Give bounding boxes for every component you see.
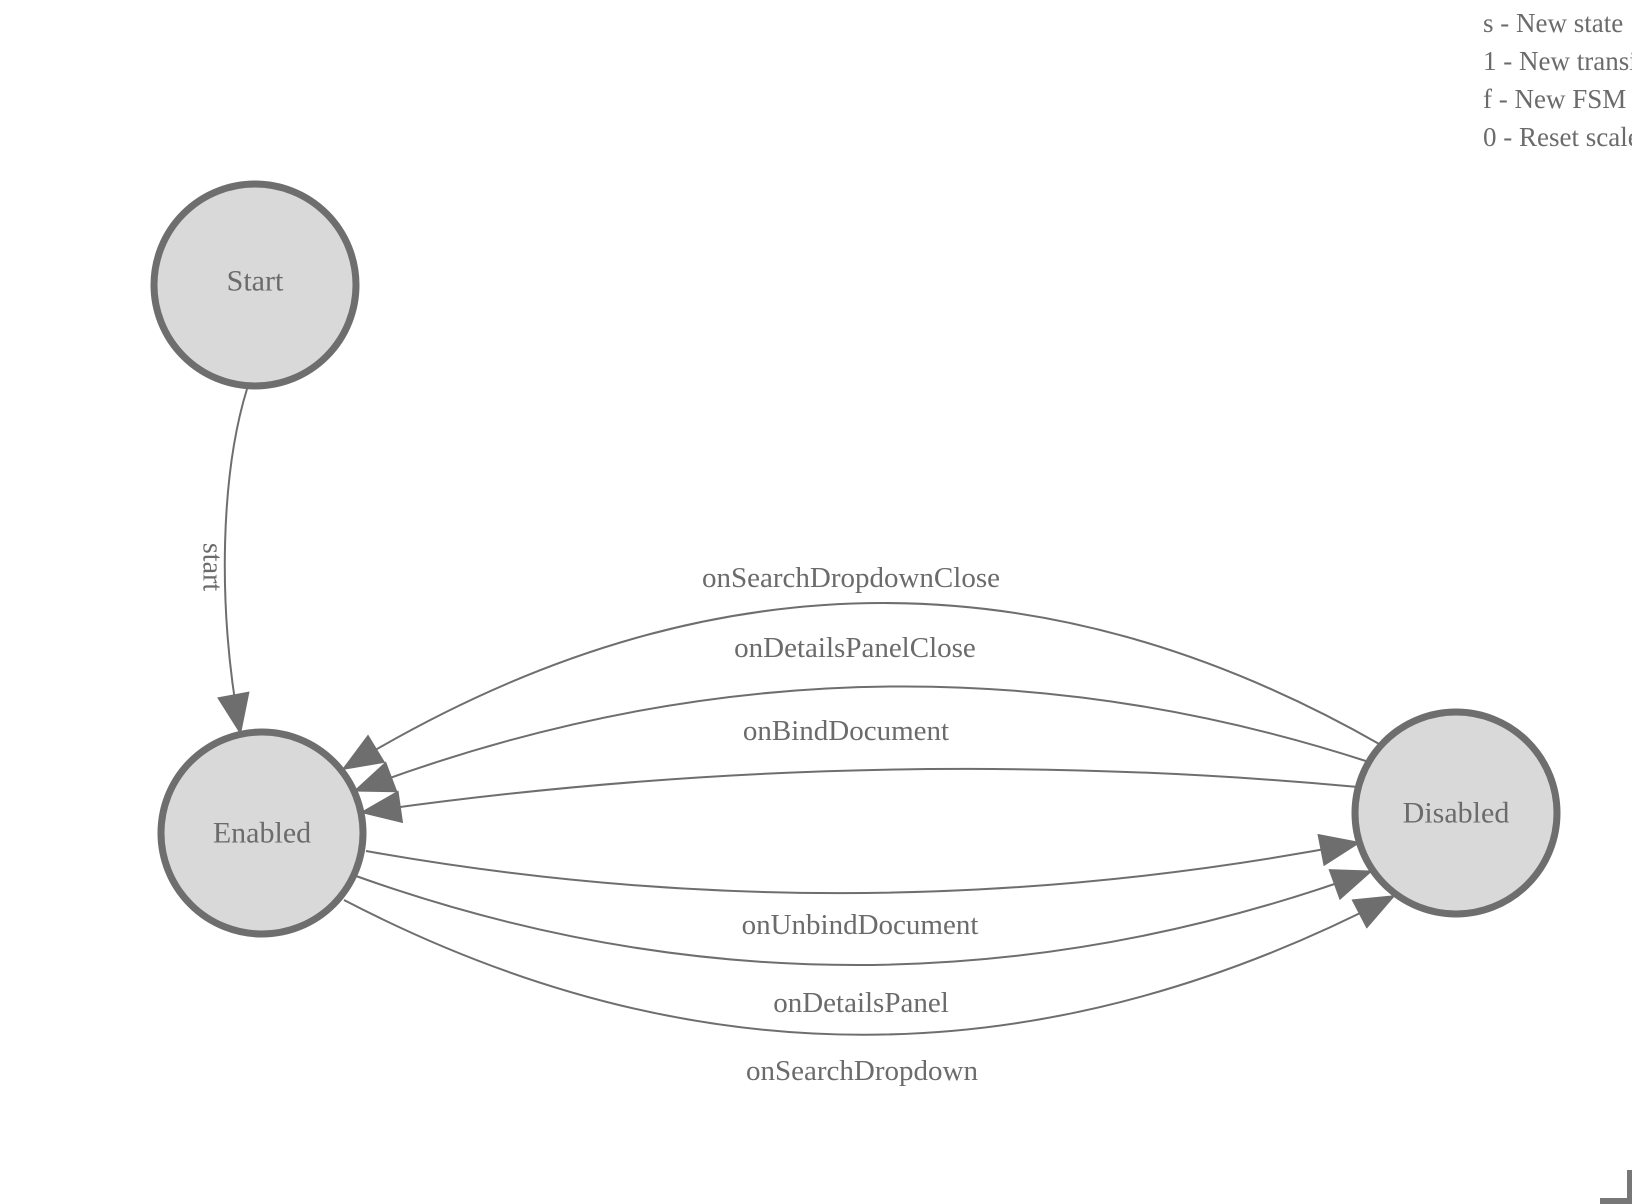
- legend-line-new-state: s - New state: [1483, 8, 1624, 38]
- edge-onDetailsPanelClose[interactable]: onDetailsPanelClose: [353, 632, 1370, 793]
- state-node-disabled[interactable]: Disabled: [1351, 708, 1561, 918]
- edge-label-onBindDocument: onBindDocument: [743, 715, 949, 747]
- edge-onSearchDropdownClose-path[interactable]: [341, 602, 1382, 771]
- edge-label-onSearchDropdown: onSearchDropdown: [746, 1055, 978, 1087]
- state-label-start: Start: [227, 265, 284, 298]
- edge-onDetailsPanel[interactable]: onDetailsPanel: [355, 869, 1373, 1019]
- state-circle-enabled[interactable]: [157, 728, 367, 938]
- edge-onDetailsPanel-path[interactable]: [355, 869, 1373, 966]
- edge-start[interactable]: start: [197, 388, 250, 736]
- edge-onSearchDropdownClose[interactable]: onSearchDropdownClose: [341, 562, 1382, 771]
- legend-line-reset: 0 - Reset scale: [1483, 122, 1632, 152]
- edge-label-onDetailsPanelClose: onDetailsPanelClose: [734, 632, 976, 664]
- edge-onBindDocument-path[interactable]: [359, 767, 1359, 824]
- canvas-corner-horizontal: [1600, 1198, 1632, 1204]
- legend-line-new-fsm: f - New FSM: [1483, 84, 1627, 114]
- edge-label-onUnbindDocument: onUnbindDocument: [742, 909, 979, 941]
- state-label-enabled: Enabled: [213, 817, 311, 850]
- edge-onDetailsPanelClose-path[interactable]: [353, 685, 1370, 793]
- edge-onSearchDropdown-path[interactable]: [343, 895, 1396, 1036]
- legend: s - New state 1 - New transition f - New…: [1483, 4, 1632, 156]
- edge-onBindDocument[interactable]: onBindDocument: [359, 715, 1359, 824]
- canvas-corner-vertical: [1627, 1170, 1632, 1204]
- edge-start-path[interactable]: [217, 388, 250, 736]
- edge-onSearchDropdown[interactable]: onSearchDropdown: [343, 895, 1396, 1087]
- state-node-start[interactable]: Start: [150, 180, 360, 390]
- state-circle-start[interactable]: [150, 180, 360, 390]
- edge-label-onSearchDropdownClose: onSearchDropdownClose: [702, 562, 1000, 594]
- edge-label-start: start: [197, 543, 228, 591]
- edge-onUnbindDocument[interactable]: onUnbindDocument: [365, 833, 1362, 941]
- legend-line-new-transition: 1 - New transition: [1483, 46, 1632, 76]
- edge-onUnbindDocument-path[interactable]: [365, 833, 1362, 895]
- edge-label-onDetailsPanel: onDetailsPanel: [773, 987, 949, 1019]
- state-label-disabled: Disabled: [1403, 797, 1510, 830]
- state-node-enabled[interactable]: Enabled: [157, 728, 367, 938]
- state-circle-disabled[interactable]: [1351, 708, 1561, 918]
